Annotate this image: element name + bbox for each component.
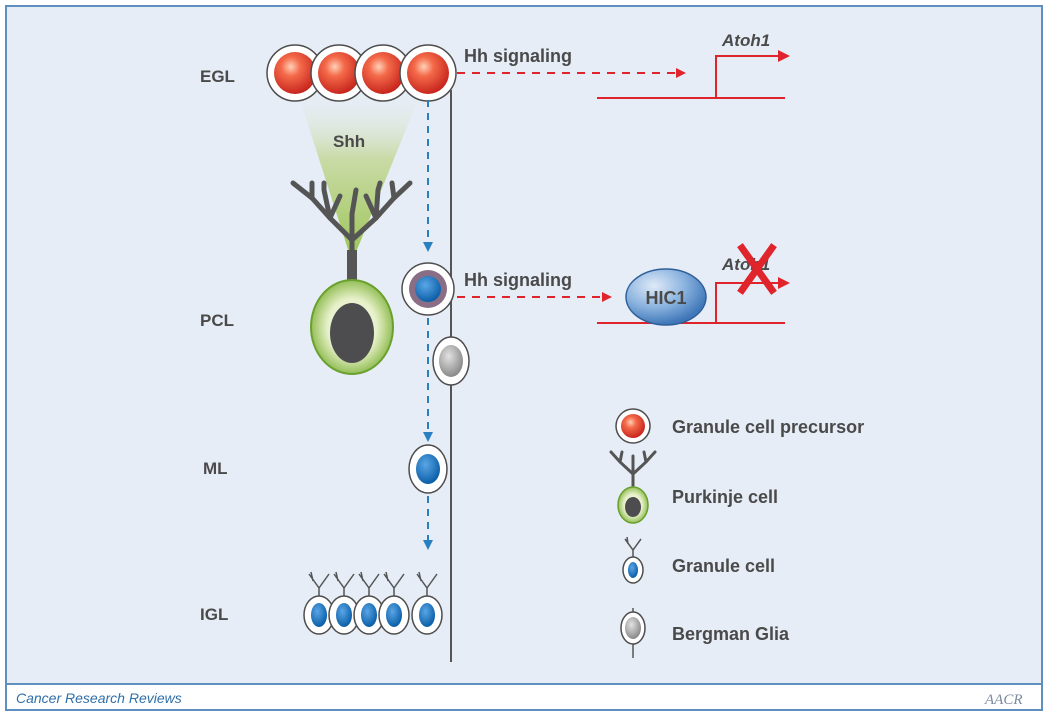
layer-label-igl: IGL [200, 605, 228, 624]
bergman-glia-cell [432, 336, 470, 386]
purkinje-axon-hillock [347, 250, 357, 280]
aacr-logo: AACR [984, 692, 1023, 708]
atoh1-gene-repressed [597, 277, 790, 324]
legend-icon-purkinje [609, 450, 657, 524]
shh-label: Shh [333, 132, 365, 151]
granule-cell [303, 595, 335, 635]
footer-bar [5, 683, 1043, 711]
granule-cell [411, 595, 443, 635]
legend-label-granule-precursor: Granule cell precursor [672, 417, 864, 437]
hic1-label: HIC1 [645, 288, 686, 308]
granule-precursor-cell [310, 44, 368, 102]
purkinje-dendrites [290, 180, 413, 275]
migrating-granule-cell [408, 444, 448, 494]
repression-x-mark [737, 243, 777, 295]
egl-precursor-row [266, 44, 457, 102]
layer-label-pcl: PCL [200, 311, 234, 330]
granule-cell [353, 595, 385, 635]
hic1-repressor [625, 268, 707, 326]
shh-gradient-cone [297, 90, 422, 262]
journal-name: Cancer Research Reviews [16, 690, 182, 706]
granule-precursor-cell [354, 44, 412, 102]
transitioning-precursor-cell [401, 262, 455, 316]
legend-icon-granule [622, 536, 644, 584]
granule-precursor-cell [266, 44, 324, 102]
granule-cell [378, 595, 410, 635]
legend-label-bergman: Bergman Glia [672, 624, 790, 644]
hh-signaling-label-top: Hh signaling [464, 46, 572, 66]
legend-icon-bergman [620, 608, 646, 658]
figure-panel [5, 5, 1043, 685]
legend-icon-granule-precursor [615, 408, 651, 444]
igl-granule-row [303, 571, 443, 635]
layer-label-egl: EGL [200, 67, 235, 86]
legend-label-granule: Granule cell [672, 556, 775, 576]
legend: Granule cell precursor Purkinje cell Gra… [609, 408, 864, 658]
layer-label-ml: ML [203, 459, 228, 478]
granule-precursor-cell [399, 44, 457, 102]
atoh1-gene-active [597, 50, 790, 99]
atoh1-label-top: Atoh1 [721, 31, 770, 50]
granule-cell [328, 595, 360, 635]
legend-label-purkinje: Purkinje cell [672, 487, 778, 507]
purkinje-nucleus [330, 303, 374, 363]
hh-signaling-label-mid: Hh signaling [464, 270, 572, 290]
